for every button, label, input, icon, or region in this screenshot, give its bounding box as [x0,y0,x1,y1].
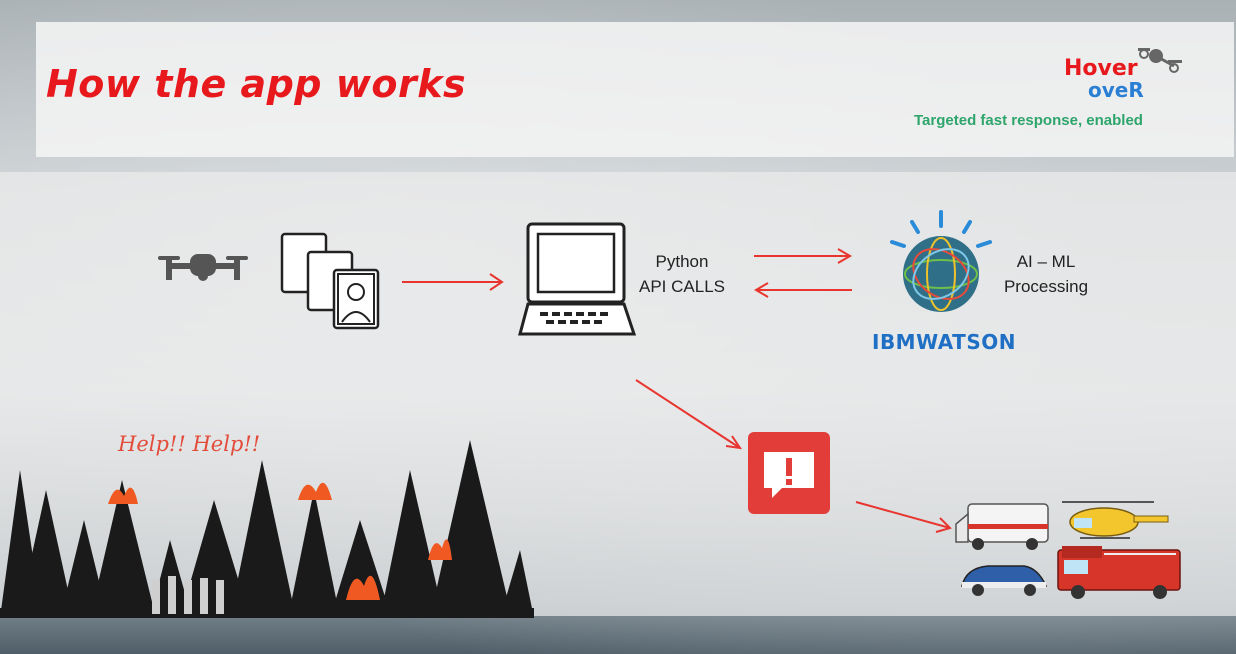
emergency-vehicles-icon [955,501,1181,599]
arrow-alert-to-vehicles [855,501,952,533]
slide-title: How the app works [46,62,467,106]
arrow-laptop-to-alert [635,379,743,450]
tagline: Targeted fast response, enabled [914,112,1143,129]
arrow-api-to-watson [754,248,852,264]
ai-label-line2: Processing [1003,277,1089,296]
fire-flames-icon [108,482,452,600]
drone-icon [158,254,248,281]
people-waving-icon [152,576,224,614]
alert-icon [748,432,830,514]
arrow-watson-to-api [754,282,852,298]
help-text: Help!! Help!! [118,432,261,456]
api-label-line2: API CALLS [639,277,725,296]
arrow-photos-to-laptop [402,273,504,291]
laptop-icon [518,222,636,336]
hoverover-logo: Hover oveR [1060,40,1190,110]
logo-drone-icon [1138,48,1182,73]
police-car-icon [961,565,1048,596]
photos-icon [280,232,380,330]
header-band [36,22,1234,157]
ai-label: AI – ML Processing [996,249,1096,299]
helicopter-icon [1062,501,1169,539]
ambulance-icon [955,503,1049,550]
ibm-watson-label: IBMWATSON [872,330,1016,354]
ai-label-line1: AI – ML [1016,252,1076,271]
api-label-line1: Python [655,252,709,271]
fire-truck-icon [1057,546,1181,599]
forest-fire-illustration [0,440,534,618]
api-label: Python API CALLS [622,249,742,299]
watson-globe-icon [890,210,992,312]
logo-word-over: oveR [1088,78,1144,102]
logo-word-hover: Hover [1064,56,1138,81]
